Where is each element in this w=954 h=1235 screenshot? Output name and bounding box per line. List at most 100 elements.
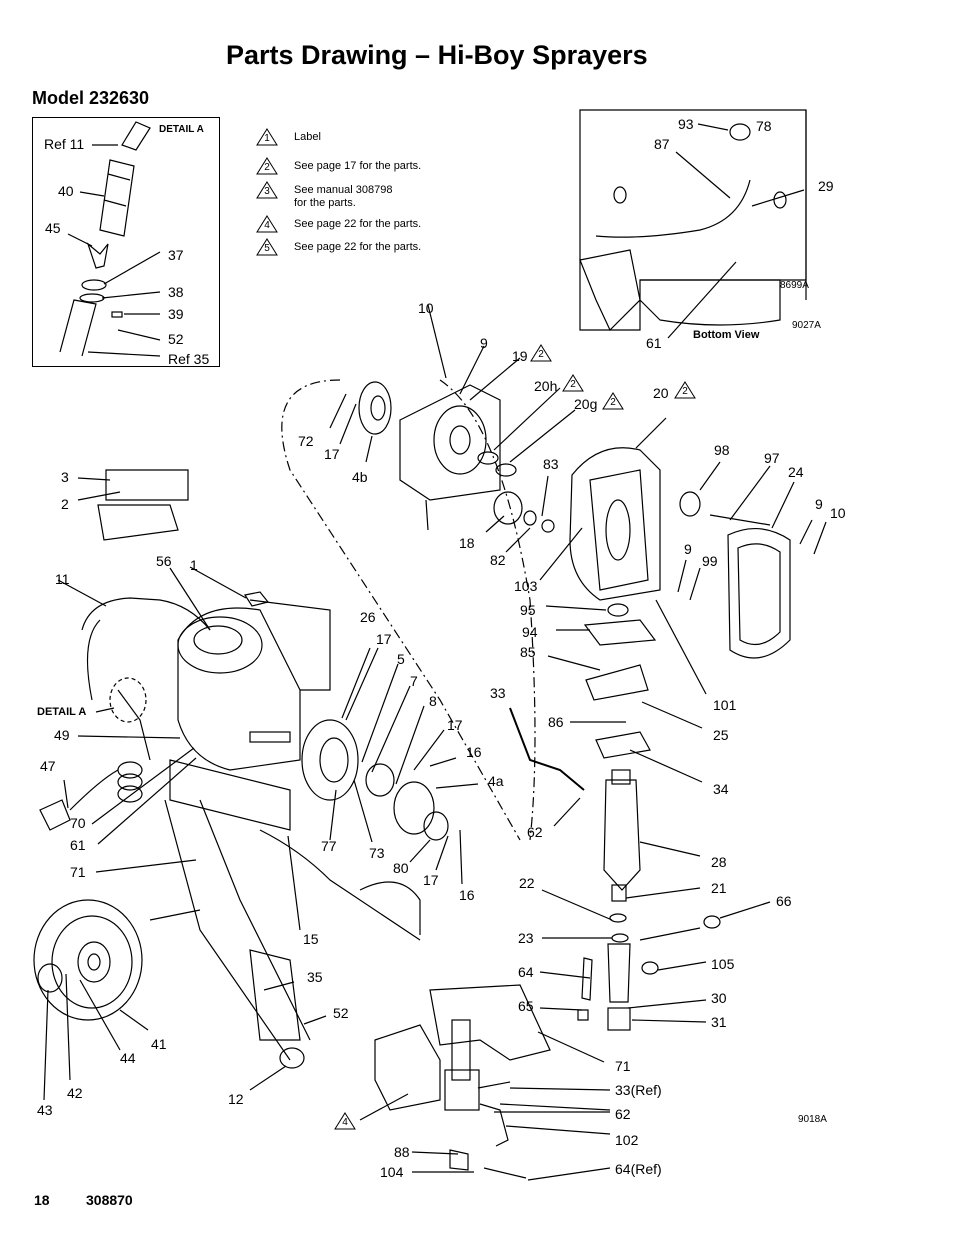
callout-10-cover: 10 [830, 505, 846, 521]
callout-61-bottom: 61 [646, 335, 662, 351]
callout-64: 64 [518, 964, 534, 980]
note-flag-icon: 2 [530, 344, 552, 362]
page-number: 18 [34, 1192, 50, 1208]
callout-37: 37 [168, 247, 184, 263]
callout-33-ref: 33(Ref) [615, 1082, 662, 1098]
detail-a-ref-label: DETAIL A [37, 706, 87, 718]
document-number: 308870 [86, 1192, 133, 1208]
callout-24: 24 [788, 464, 804, 480]
callout-62-b: 62 [615, 1106, 631, 1122]
callout-72: 72 [298, 433, 314, 449]
callout-12: 12 [228, 1091, 244, 1107]
callout-15: 15 [303, 931, 319, 947]
callout-25: 25 [713, 727, 729, 743]
page-title: Parts Drawing – Hi-Boy Sprayers [226, 40, 648, 70]
note-text: Label [294, 131, 321, 143]
callout-7: 7 [410, 673, 418, 689]
wheel [33, 899, 149, 1101]
callout-42: 42 [67, 1085, 83, 1101]
callout-40: 40 [58, 183, 74, 199]
note-4: 4 See page 22 for the parts. [256, 215, 421, 233]
note-text: See page 22 for the parts. [294, 241, 422, 253]
engine [169, 566, 331, 771]
note-flag-icon: 5 [256, 238, 278, 256]
callout-70: 70 [70, 815, 86, 831]
callout-80: 80 [393, 860, 409, 876]
callout-64-ref: 64(Ref) [615, 1161, 662, 1177]
callout-47: 47 [40, 758, 56, 774]
callout-34: 34 [713, 781, 729, 797]
callout-39: 39 [168, 306, 184, 322]
callout-3: 3 [61, 469, 69, 485]
note-flag-icon: 4 [334, 1112, 356, 1130]
callout-2: 2 [61, 496, 69, 512]
callout-1: 1 [190, 557, 198, 573]
callout-9-cover: 9 [815, 496, 823, 512]
callout-9: 9 [480, 335, 488, 351]
note-flag-icon: 3 [256, 181, 278, 199]
callout-56: 56 [156, 553, 172, 569]
note-flag-icon: 2 [674, 381, 696, 399]
detail-a-parts [59, 121, 161, 357]
callout-17: 17 [324, 446, 340, 462]
callout-35: 35 [307, 969, 323, 985]
callout-16: 16 [466, 744, 482, 760]
note-flag-icon: 2 [562, 374, 584, 392]
callout-93: 93 [678, 116, 694, 132]
callout-101: 101 [713, 697, 737, 713]
callout-23: 23 [518, 930, 534, 946]
pump-lower [539, 769, 771, 1031]
callout-52-main: 52 [333, 1005, 349, 1021]
note-5: 5 See page 22 for the parts. [256, 238, 421, 256]
callout-21: 21 [711, 880, 727, 896]
callout-103: 103 [514, 578, 538, 594]
bottom-view-panel [579, 109, 807, 339]
callout-ref-35: Ref 35 [168, 351, 210, 367]
callout-9-pin: 9 [684, 541, 692, 557]
callout-ref-11: Ref 11 [44, 136, 85, 152]
callout-77: 77 [321, 838, 337, 854]
callout-10: 10 [418, 300, 434, 316]
note-flag-icon: 1 [256, 128, 278, 146]
fig-9018a: 9018A [798, 1114, 827, 1125]
model-title: Model 232630 [32, 88, 150, 108]
callout-71-b: 71 [615, 1058, 631, 1074]
callout-86: 86 [548, 714, 564, 730]
note-text: See manual 308798 for the parts. [294, 184, 393, 209]
detail-a-label: DETAIL A [159, 124, 204, 135]
callout-61: 61 [70, 837, 86, 853]
callout-66: 66 [776, 893, 792, 909]
cart-frame [57, 579, 421, 1061]
label-decal [77, 469, 189, 541]
callout-4b: 4b [352, 469, 368, 485]
clutch-assembly [301, 647, 479, 885]
callout-31: 31 [711, 1014, 727, 1030]
callout-43: 43 [37, 1102, 53, 1118]
callout-18: 18 [459, 535, 475, 551]
callout-11: 11 [55, 571, 70, 587]
callout-17-d: 17 [423, 872, 439, 888]
callout-4a: 4a [488, 773, 504, 789]
callout-17-c: 17 [447, 717, 463, 733]
callout-28: 28 [711, 854, 727, 870]
callout-29: 29 [818, 178, 834, 194]
callout-88: 88 [394, 1144, 410, 1160]
callout-94: 94 [522, 624, 538, 640]
callout-104: 104 [380, 1164, 404, 1180]
callout-30: 30 [711, 990, 727, 1006]
bottom-view-label: Bottom View [693, 329, 760, 341]
callout-52: 52 [168, 331, 184, 347]
callout-78: 78 [756, 118, 772, 134]
callout-87: 87 [654, 136, 670, 152]
callout-62: 62 [527, 824, 543, 840]
callout-20: 20 [653, 385, 669, 401]
callout-95: 95 [520, 602, 536, 618]
gear-cover-plate [677, 461, 827, 659]
callout-38: 38 [168, 284, 184, 300]
callout-41: 41 [151, 1036, 167, 1052]
callout-22: 22 [519, 875, 535, 891]
pump-assembly [359, 984, 611, 1181]
pump-mount-parts [545, 599, 707, 783]
note-3: 3 See manual 308798 for the parts. [256, 181, 404, 210]
note-1: 1 Label [256, 128, 321, 146]
